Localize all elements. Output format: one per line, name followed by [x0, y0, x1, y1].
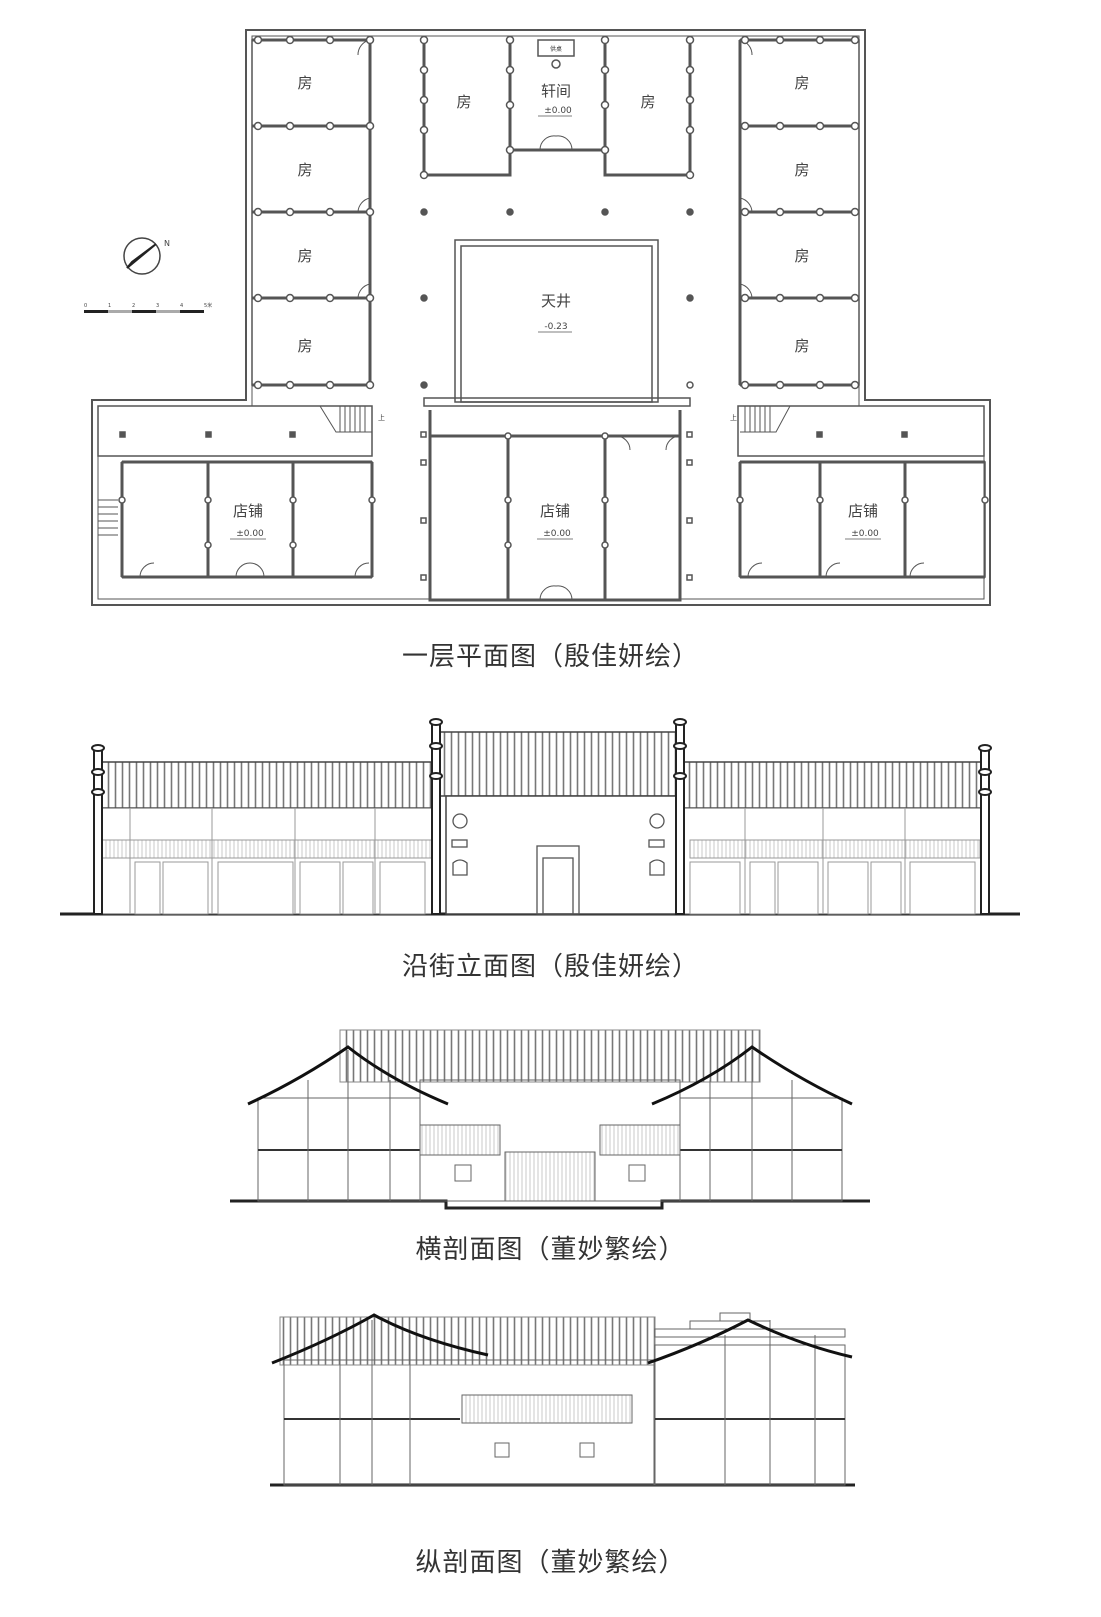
longitudinal-section-drawing	[0, 1295, 1101, 1499]
scale-tick: 2	[132, 303, 135, 309]
room-label: 房	[297, 74, 312, 92]
finial-icon	[91, 718, 992, 915]
altar-label: 供桌	[550, 45, 562, 53]
floor-plan-svg: 房 房 房 房 房 房 房 房 房 房 供桌 轩间 ±0.00 天井 -0.23…	[84, 29, 991, 606]
longitudinal-section-svg	[270, 1312, 855, 1487]
room-label: 房	[456, 93, 471, 111]
scale-tick: 4	[180, 303, 183, 309]
scale-tick: 0	[84, 303, 87, 309]
north-label: N	[164, 239, 170, 248]
cross-section-drawing	[0, 1020, 1101, 1214]
scale-tick: 3	[156, 303, 159, 309]
scale-tick: 5米	[204, 302, 212, 309]
room-label: 房	[794, 247, 809, 265]
room-label: 房	[297, 161, 312, 179]
floor-plan-drawing: 房 房 房 房 房 房 房 房 房 房 供桌 轩间 ±0.00 天井 -0.23…	[0, 0, 1101, 624]
street-elevation-svg	[60, 718, 1020, 916]
floor-plan-caption: 一层平面图（殷佳妍绘）	[401, 642, 699, 672]
stair-up-label: 上	[378, 413, 385, 422]
north-arrow-icon	[123, 237, 161, 275]
street-elevation-caption: 沿街立面图（殷佳妍绘）	[401, 952, 699, 982]
room-label: 房	[297, 337, 312, 355]
room-label: 房	[297, 247, 312, 265]
cross-section-caption: 横剖面图（董妙繁绘）	[415, 1235, 686, 1265]
room-label: 房	[794, 74, 809, 92]
room-label: 房	[794, 161, 809, 179]
cross-section-svg	[230, 1029, 870, 1210]
courtyard-label: 天井	[541, 292, 571, 310]
room-label: 房	[794, 337, 809, 355]
shop-label: 店铺	[540, 502, 570, 520]
shop-label: 店铺	[848, 502, 878, 520]
elevation-mark: ±0.00	[851, 529, 879, 539]
shop-label: 店铺	[233, 502, 263, 520]
room-label: 房	[640, 93, 655, 111]
longitudinal-section-caption: 纵剖面图（董妙繁绘）	[415, 1548, 686, 1578]
elevation-mark: -0.23	[544, 322, 567, 332]
elevation-mark: ±0.00	[543, 529, 571, 539]
elevation-mark: ±0.00	[236, 529, 264, 539]
scale-tick: 1	[108, 303, 111, 309]
scale-bar	[84, 310, 204, 313]
street-elevation-drawing	[0, 700, 1101, 934]
stair-up-label: 上	[730, 413, 737, 422]
elevation-mark: ±0.00	[544, 106, 572, 116]
central-hall-label: 轩间	[541, 82, 571, 100]
